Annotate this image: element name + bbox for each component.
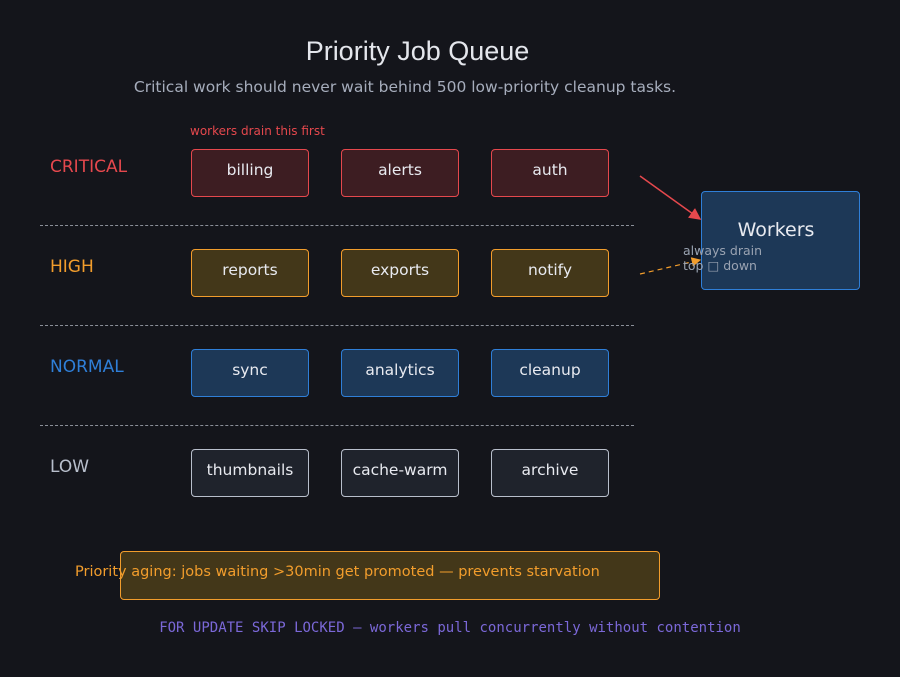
aging-note-box: [120, 551, 660, 600]
job-thumbnails: thumbnails: [191, 449, 309, 497]
diagram-subtitle: Critical work should never wait behind 5…: [133, 78, 677, 96]
workers-box: [701, 191, 860, 290]
drain-first-note: workers drain this first: [190, 124, 325, 138]
drain-note-line1: always drain: [683, 243, 763, 258]
tier-label-critical: CRITICAL: [50, 157, 128, 177]
job-billing: billing: [191, 149, 309, 197]
tier-divider: [40, 425, 634, 426]
high-to-workers-arrow: [639, 257, 702, 275]
job-cleanup: cleanup: [491, 349, 609, 397]
job-archive: archive: [491, 449, 609, 497]
tier-divider: [40, 325, 634, 326]
critical-to-workers-arrow: [639, 175, 702, 220]
job-auth: auth: [491, 149, 609, 197]
job-exports: exports: [341, 249, 459, 297]
tier-label-high: HIGH: [50, 257, 94, 277]
job-cache-warm: cache-warm: [341, 449, 459, 497]
drain-note-line2: top □ down: [683, 258, 757, 273]
job-alerts: alerts: [341, 149, 459, 197]
aging-note-text: Priority aging: jobs waiting >30min get …: [75, 564, 600, 580]
job-notify: notify: [491, 249, 609, 297]
footer-note: FOR UPDATE SKIP LOCKED — workers pull co…: [159, 620, 741, 636]
job-sync: sync: [191, 349, 309, 397]
job-reports: reports: [191, 249, 309, 297]
drain-order-note: always drain top □ down: [683, 243, 762, 273]
tier-label-low: LOW: [50, 457, 90, 477]
tier-divider: [40, 225, 634, 226]
tier-label-normal: NORMAL: [50, 357, 124, 377]
job-analytics: analytics: [341, 349, 459, 397]
workers-label: Workers: [737, 219, 815, 241]
diagram-title: Priority Job Queue: [305, 36, 530, 66]
